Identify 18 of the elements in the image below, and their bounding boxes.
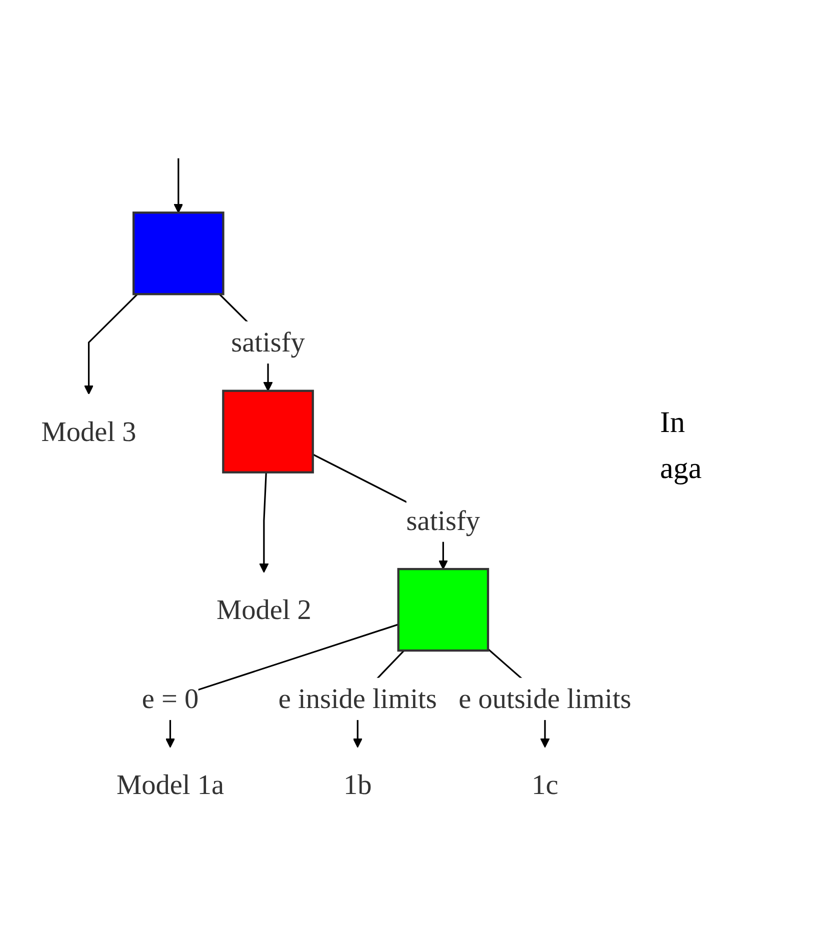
note-text: aga <box>660 451 702 487</box>
edge-label: e = 0 <box>142 683 199 715</box>
edge-label: e outside limits <box>458 683 632 715</box>
node-text: Model 3 <box>41 416 136 448</box>
arrow <box>84 294 138 395</box>
node-text: Model 2 <box>216 594 312 626</box>
node-box <box>222 390 314 474</box>
edge-label: satisfy <box>231 326 305 358</box>
node-text: Model 1a <box>116 769 224 801</box>
edge-label: e inside limits <box>278 683 437 715</box>
arrow <box>174 158 184 214</box>
node-box <box>397 568 490 652</box>
edge-label: satisfy <box>406 504 480 536</box>
arrow <box>259 472 269 573</box>
node-text: 1b <box>344 769 372 801</box>
note-text: In <box>660 405 685 441</box>
node-text: 1c <box>532 769 558 801</box>
node-box <box>132 212 224 296</box>
